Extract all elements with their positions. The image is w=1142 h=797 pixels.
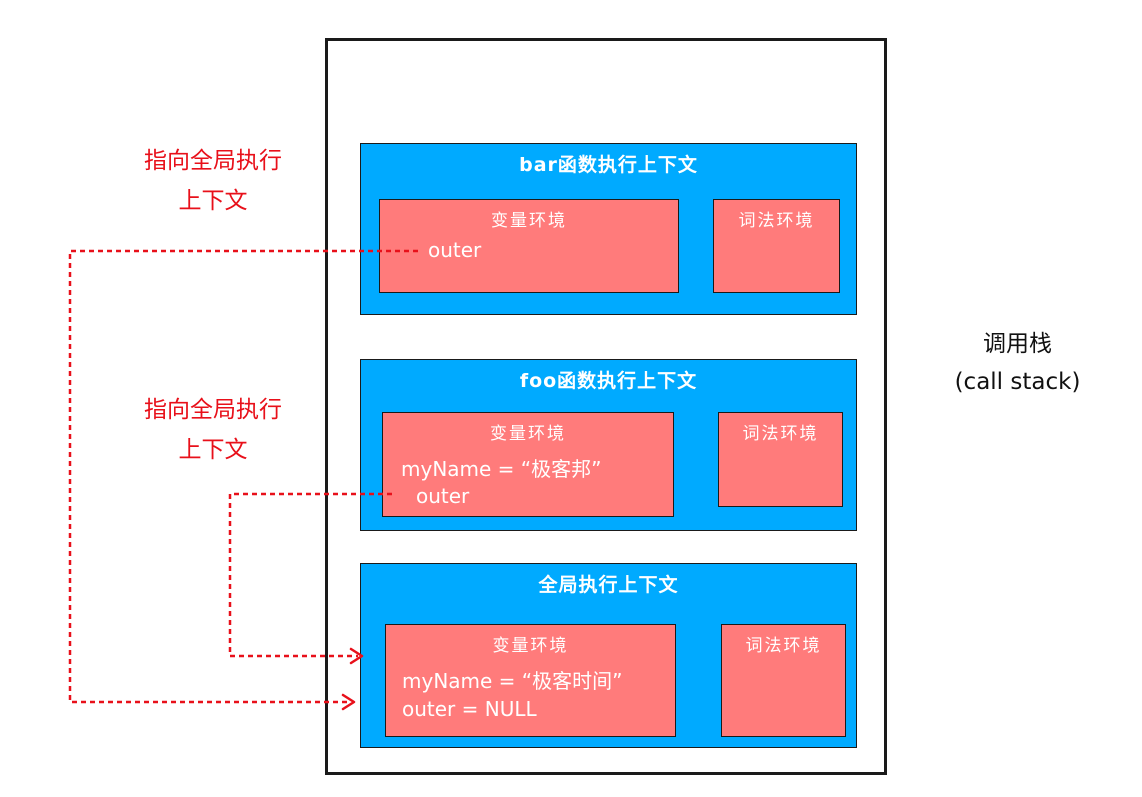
env-title: 变量环境 [492, 636, 569, 656]
global-variable-environment: 变量环境 myName = “极客时间” outer = NULL [385, 624, 676, 737]
bar-outer-arrowhead [341, 693, 356, 711]
env-title: 词法环境 [742, 424, 819, 444]
global-execution-context: 全局执行上下文 变量环境 myName = “极客时间” outer = NUL… [360, 563, 857, 748]
var-myname: myName = “极客邦” [401, 457, 602, 481]
var-outer: outer [416, 484, 470, 508]
env-title: 词法环境 [745, 636, 822, 656]
context-title: foo函数执行上下文 [519, 370, 698, 392]
call-stack-label: 调用栈 (call stack) [930, 325, 1105, 401]
call-stack-frame [325, 38, 887, 775]
annotation-line: 上下文 [178, 437, 248, 463]
foo-lexical-environment: 词法环境 [718, 412, 843, 507]
foo-outer-annotation: 指向全局执行 上下文 [118, 390, 308, 470]
var-outer: outer = NULL [402, 697, 537, 721]
global-lexical-environment: 词法环境 [721, 624, 846, 737]
foo-execution-context: foo函数执行上下文 变量环境 myName = “极客邦” outer 词法环… [360, 359, 857, 531]
annotation-line: 上下文 [178, 188, 248, 214]
call-stack-label-line: 调用栈 [983, 331, 1052, 357]
bar-lexical-environment: 词法环境 [713, 199, 840, 293]
context-title: 全局执行上下文 [538, 574, 679, 596]
foo-outer-arrowhead [349, 647, 364, 665]
env-title: 变量环境 [491, 211, 567, 231]
foo-variable-environment: 变量环境 myName = “极客邦” outer [382, 412, 674, 517]
bar-outer-annotation: 指向全局执行 上下文 [118, 141, 308, 221]
env-title: 词法环境 [738, 211, 815, 231]
context-title: bar函数执行上下文 [519, 154, 698, 176]
var-outer: outer [428, 238, 482, 262]
env-title: 变量环境 [490, 424, 566, 444]
call-stack-label-line: (call stack) [954, 369, 1081, 395]
annotation-line: 指向全局执行 [144, 397, 282, 423]
var-myname: myName = “极客时间” [402, 669, 623, 693]
foo-outer-arrow-line [228, 492, 392, 658]
annotation-line: 指向全局执行 [144, 148, 282, 174]
bar-execution-context: bar函数执行上下文 变量环境 outer 词法环境 [360, 143, 857, 315]
bar-variable-environment: 变量环境 outer [379, 199, 679, 293]
bar-outer-arrow-line [68, 249, 418, 704]
